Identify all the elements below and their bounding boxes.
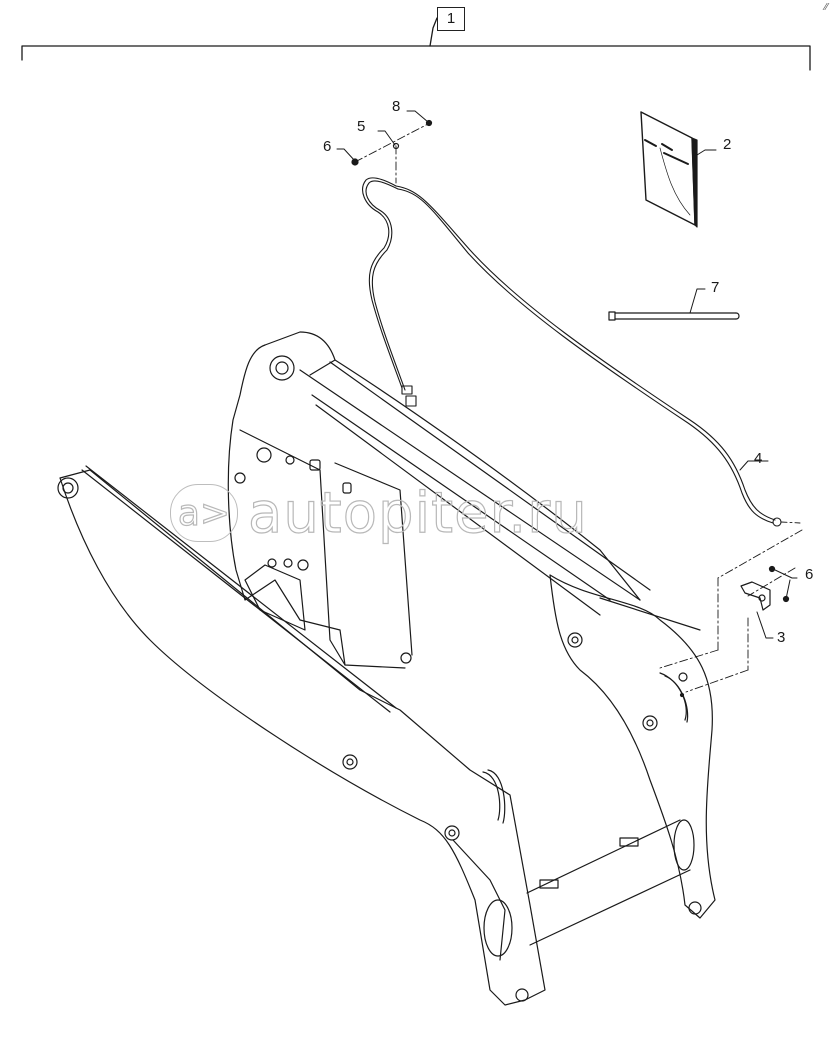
assembly-callout-1[interactable]: 1: [437, 7, 465, 31]
corner-mark: ⁄⁄: [824, 2, 828, 13]
callout-7[interactable]: 7: [711, 279, 720, 296]
assembly-bracket: [21, 17, 811, 71]
callout-6-top[interactable]: 6: [323, 138, 332, 155]
callout-6-bracket[interactable]: 6: [805, 566, 814, 583]
top-fasteners: [336, 110, 433, 184]
manual-booklet: [640, 111, 717, 228]
callout-8[interactable]: 8: [392, 98, 401, 115]
callout-5[interactable]: 5: [357, 118, 366, 135]
callout-2[interactable]: 2: [723, 136, 732, 153]
lift-arm-frame: [57, 331, 716, 1006]
cable-tie: [608, 288, 740, 321]
hydraulic-line: [362, 177, 801, 527]
bracket-assembly: [659, 529, 803, 693]
callout-4[interactable]: 4: [754, 450, 763, 467]
callout-3[interactable]: 3: [777, 629, 786, 646]
